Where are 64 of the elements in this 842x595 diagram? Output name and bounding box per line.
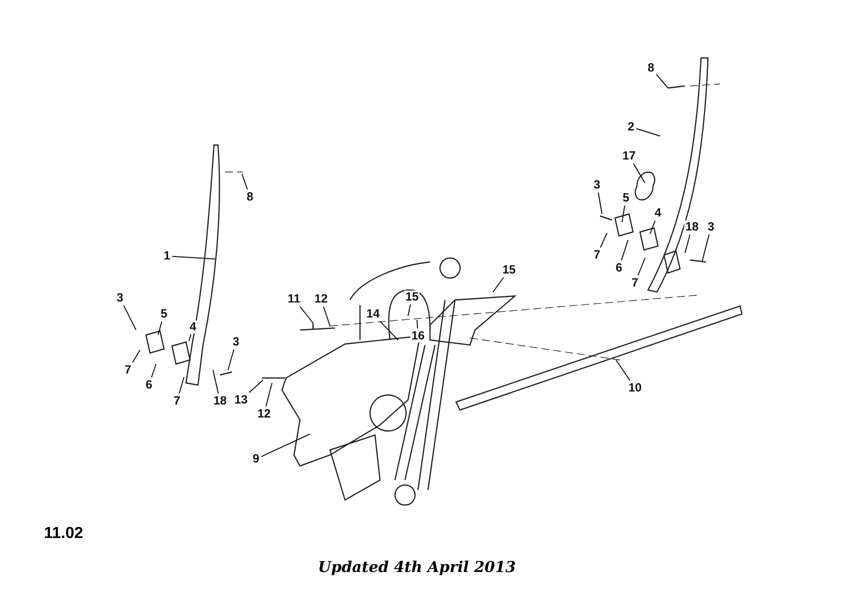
leader-line — [684, 234, 690, 254]
callout-number: 6 — [614, 262, 624, 274]
callout-number: 2 — [626, 120, 636, 134]
leader-line — [636, 128, 660, 136]
callout-number: 7 — [124, 364, 132, 376]
callout-number: 16 — [410, 330, 426, 342]
leader-line — [598, 192, 602, 214]
callout-number: 7 — [592, 248, 602, 262]
leader-line — [248, 380, 264, 393]
callout-number: 7 — [172, 394, 182, 408]
leader-line — [260, 434, 310, 458]
callout-number: 4 — [654, 206, 662, 220]
leader-line — [616, 360, 630, 381]
leader-line — [620, 240, 628, 261]
leader-line — [228, 349, 234, 370]
callout-number: 12 — [313, 292, 329, 306]
page-number: 11.02 — [44, 525, 84, 543]
leader-line — [188, 334, 192, 342]
leader-line — [151, 364, 156, 378]
callout-number: 3 — [706, 220, 716, 234]
callout-number: 15 — [501, 264, 517, 276]
update-note: Updated 4th April 2013 — [318, 558, 516, 576]
callout-number: 14 — [365, 308, 381, 320]
callout-number: 15 — [404, 290, 420, 304]
leader-line — [650, 220, 656, 234]
callout-number: 3 — [116, 292, 124, 304]
leader-line — [158, 321, 162, 336]
callout-number: 4 — [188, 320, 198, 334]
callout-number: 8 — [646, 62, 656, 74]
callout-number: 13 — [233, 394, 249, 406]
callout-number: 10 — [627, 382, 643, 394]
leader-line — [622, 205, 626, 222]
leader-line — [265, 382, 272, 407]
callout-number: 8 — [246, 190, 254, 204]
callout-number: 11 — [286, 292, 302, 306]
leader-line — [638, 258, 646, 276]
leader-line — [702, 234, 710, 262]
callout-number: 6 — [144, 378, 154, 392]
leader-line — [408, 304, 411, 316]
callout-number: 5 — [160, 308, 168, 320]
callout-number: 3 — [232, 336, 240, 348]
callout-number: 1 — [162, 250, 172, 262]
leader-line — [632, 163, 646, 184]
leader-line — [492, 277, 504, 292]
leader-line — [600, 232, 608, 248]
callout-number: 12 — [256, 408, 272, 420]
leader-line — [178, 376, 184, 394]
callout-number: 3 — [592, 178, 602, 192]
callout-number: 5 — [622, 192, 630, 204]
leader-line — [416, 320, 418, 329]
leader-line — [323, 306, 330, 326]
leader-line — [656, 74, 668, 88]
leader-line — [212, 370, 219, 394]
callout-number: 17 — [621, 150, 637, 162]
leader-line — [380, 321, 398, 340]
callout-number: 9 — [252, 452, 260, 466]
callout-number: 18 — [684, 220, 700, 234]
leader-line — [172, 256, 216, 260]
leader-line — [132, 350, 140, 363]
callout-number: 18 — [212, 394, 228, 408]
leader-line — [242, 174, 248, 190]
leader-line — [123, 305, 136, 330]
leader-line — [299, 306, 314, 324]
callout-number: 7 — [630, 276, 640, 290]
